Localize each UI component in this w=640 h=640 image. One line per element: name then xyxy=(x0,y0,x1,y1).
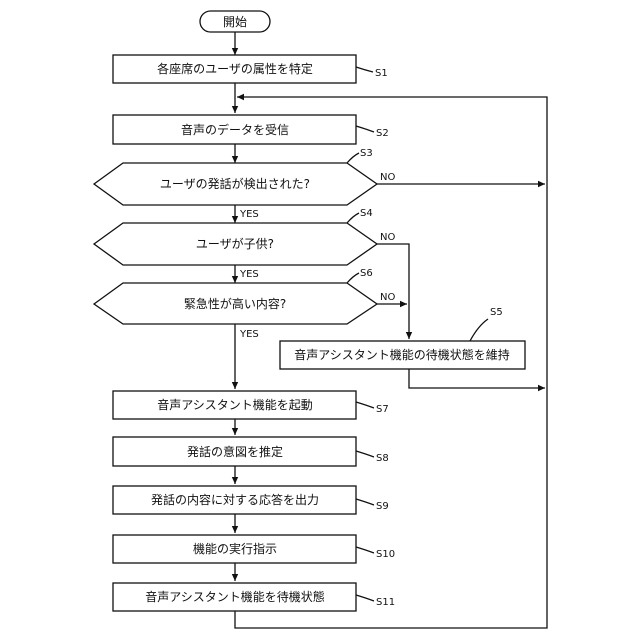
s2-step-label: S2 xyxy=(376,128,389,139)
s9-text: 発話の内容に対する応答を出力 xyxy=(151,492,319,507)
node-s5: 音声アシスタント機能の待機状態を維持 xyxy=(280,341,525,369)
s10-leader xyxy=(356,547,374,553)
node-s3: ユーザの発話が検出された? xyxy=(94,163,377,205)
s11-step-label: S11 xyxy=(376,597,395,608)
node-s2: 音声のデータを受信 xyxy=(113,115,356,144)
s3-no-label: NO xyxy=(380,172,395,183)
s11-text: 音声アシスタント機能を待機状態 xyxy=(145,589,325,604)
s10-step-label: S10 xyxy=(376,549,395,560)
s5-leader xyxy=(470,319,488,341)
s2-text: 音声のデータを受信 xyxy=(181,122,289,137)
s3-text: ユーザの発話が検出された? xyxy=(160,176,310,191)
arrow-s5-out xyxy=(409,369,545,388)
s4-no-label: NO xyxy=(380,232,395,243)
s4-text: ユーザが子供? xyxy=(196,236,274,251)
s2-leader xyxy=(356,126,374,132)
node-s6: 緊急性が高い内容? xyxy=(94,283,377,324)
s5-text: 音声アシスタント機能の待機状態を維持 xyxy=(294,347,510,362)
s5-step-label: S5 xyxy=(490,307,503,318)
start-label: 開始 xyxy=(223,15,247,29)
node-s10: 機能の実行指示 xyxy=(113,535,356,563)
node-s7: 音声アシスタント機能を起動 xyxy=(113,391,356,419)
s1-text: 各座席のユーザの属性を特定 xyxy=(157,61,313,76)
s9-step-label: S9 xyxy=(376,501,389,512)
s4-leader xyxy=(347,213,359,223)
node-s1: 各座席のユーザの属性を特定 xyxy=(113,55,356,83)
node-s8: 発話の意図を推定 xyxy=(113,437,356,466)
s7-text: 音声アシスタント機能を起動 xyxy=(157,397,313,412)
node-start: 開始 xyxy=(200,11,270,32)
s3-step-label: S3 xyxy=(360,148,373,159)
node-s4: ユーザが子供? xyxy=(94,223,377,265)
s3-yes-label: YES xyxy=(239,209,259,220)
s9-leader xyxy=(356,499,374,505)
s4-yes-label: YES xyxy=(239,269,259,280)
s1-step-label: S1 xyxy=(375,68,388,79)
s6-text: 緊急性が高い内容? xyxy=(184,296,286,311)
s6-no-label: NO xyxy=(380,292,395,303)
s7-leader xyxy=(356,402,374,408)
node-s11: 音声アシスタント機能を待機状態 xyxy=(113,583,356,611)
s7-step-label: S7 xyxy=(376,404,389,415)
s10-text: 機能の実行指示 xyxy=(193,541,277,556)
s6-step-label: S6 xyxy=(360,268,373,279)
s11-leader xyxy=(356,595,374,601)
s1-leader xyxy=(356,67,373,72)
s4-step-label: S4 xyxy=(360,208,373,219)
s8-step-label: S8 xyxy=(376,453,389,464)
s8-text: 発話の意図を推定 xyxy=(187,444,283,459)
step-labels: S1 S2 S3 S4 S6 S5 S7 S8 S9 S10 S11 xyxy=(347,67,503,608)
node-s9: 発話の内容に対する応答を出力 xyxy=(113,486,356,514)
s6-yes-label: YES xyxy=(239,329,259,340)
s3-leader xyxy=(347,153,359,163)
s8-leader xyxy=(356,451,374,457)
s6-leader xyxy=(347,273,359,283)
